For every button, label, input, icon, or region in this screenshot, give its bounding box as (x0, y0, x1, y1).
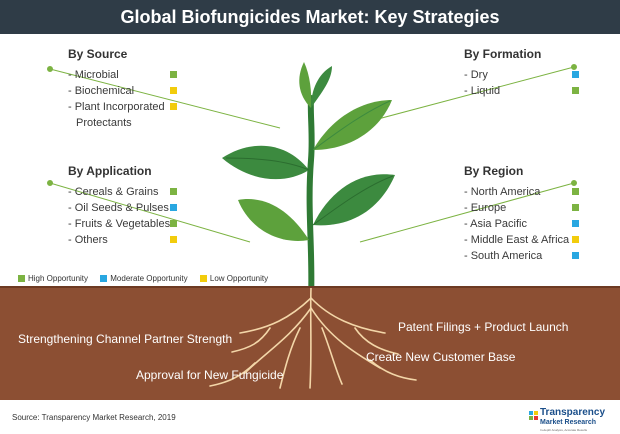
legend-item-moderate: Moderate Opportunity (100, 274, 188, 283)
legend-swatch (100, 275, 108, 282)
list-item: - Fruits & Vegetables (68, 216, 188, 232)
list-item: - Asia Pacific (464, 216, 584, 232)
group-by-source: By Source - Microbial - Biochemical - Pl… (68, 47, 188, 131)
list-item: - Others (68, 232, 188, 248)
legend-swatch (18, 275, 25, 282)
group-heading: By Application (68, 164, 152, 178)
strategy-channel-partner: Strengthening Channel Partner Strength (18, 332, 233, 346)
legend-item-low: Low Opportunity (199, 274, 268, 283)
leaf-upper-right-vein (312, 100, 391, 151)
list-item: - Cereals & Grains (68, 184, 188, 200)
opportunity-marker (572, 220, 579, 227)
group-heading: By Formation (464, 47, 542, 61)
connector-formation-dot (571, 64, 577, 70)
connector-formation (343, 66, 575, 129)
soil-top-edge (0, 286, 620, 289)
opportunity-marker (572, 71, 579, 78)
connector-application (49, 182, 251, 243)
leaf-upper-left-vein (225, 157, 310, 171)
leaf-upper-right (313, 100, 392, 150)
opportunity-marker (170, 188, 177, 195)
opportunity-marker (170, 71, 177, 78)
connector-region (359, 182, 575, 243)
strategy-new-customer-base: Create New Customer Base (366, 350, 516, 364)
list-item: - Europe (464, 200, 584, 216)
logo-text-line3: In-depth Analysis, Accurate Results (540, 428, 588, 432)
group-heading: By Region (464, 164, 524, 178)
group-by-application: By Application - Cereals & Grains - Oil … (68, 164, 188, 248)
group-by-region: By Region - North America - Europe - Asi… (464, 164, 584, 264)
connector-region-dot (571, 180, 577, 186)
strategy-fungicide-approval: Approval for New Fungicide (136, 368, 284, 382)
list-item: - Plant Incorporated (68, 99, 188, 115)
top-bud-left (299, 62, 312, 108)
soil-band: Strengthening Channel Partner Strength P… (0, 288, 620, 400)
opportunity-marker (572, 87, 579, 94)
list-item: - Middle East & Africa (464, 232, 584, 248)
legend: High Opportunity Moderate Opportunity Lo… (18, 274, 278, 283)
page-title: Global Biofungicides Market: Key Strateg… (120, 7, 500, 27)
legend-swatch (199, 275, 207, 282)
list-item: - Liquid (464, 83, 584, 99)
list-item: Protectants (76, 117, 132, 129)
list-item: - North America (464, 184, 584, 200)
leaf-lower-right (313, 174, 395, 226)
group-by-formation: By Formation - Dry - Liquid (464, 47, 584, 99)
connector-application-dot (47, 180, 53, 186)
opportunity-marker (572, 188, 579, 195)
leaf-upper-left (222, 145, 309, 180)
opportunity-marker (572, 252, 579, 259)
opportunity-marker (170, 204, 177, 211)
list-item: - South America (464, 248, 584, 264)
connector-source-dot (47, 66, 53, 72)
opportunity-marker (170, 87, 177, 94)
logo-text-line1: Transparency (540, 407, 606, 418)
list-item: - Microbial (68, 67, 188, 83)
top-bud-right (311, 66, 332, 108)
logo-text-line2: Market Research (540, 419, 597, 426)
footer (0, 400, 620, 434)
logo-mark-icon (529, 411, 538, 420)
plant-illustration (0, 62, 620, 303)
plant-stem (306, 95, 315, 303)
opportunity-marker (170, 103, 177, 110)
strategy-patent-filings: Patent Filings + Product Launch (398, 320, 569, 334)
list-item: - Dry (464, 67, 584, 83)
opportunity-marker (170, 220, 177, 227)
group-heading: By Source (68, 47, 128, 61)
source-note: Source: Transparency Market Research, 20… (12, 413, 176, 422)
connector-source (49, 68, 281, 129)
list-item: - Oil Seeds & Pulses (68, 200, 188, 216)
title-bar: Global Biofungicides Market: Key Strateg… (0, 0, 620, 34)
opportunity-marker (170, 236, 177, 243)
legend-item-high: High Opportunity (18, 274, 88, 283)
opportunity-marker (572, 204, 579, 211)
list-item: - Biochemical (68, 83, 188, 99)
leaf-lower-left (238, 199, 309, 241)
leaf-lower-right-vein (312, 175, 394, 226)
roots (209, 288, 417, 389)
opportunity-marker (572, 236, 579, 243)
tmr-logo: Transparency Market Research In-depth An… (528, 404, 620, 434)
